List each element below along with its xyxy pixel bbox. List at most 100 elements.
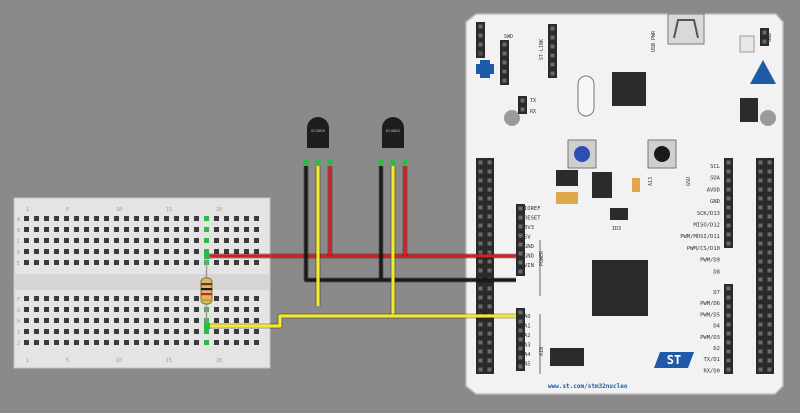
analog-header-pin[interactable] — [518, 319, 523, 324]
breadboard-hole[interactable] — [94, 249, 99, 254]
breadboard-hole[interactable] — [254, 318, 259, 323]
breadboard-hole[interactable] — [154, 216, 159, 221]
breadboard-hole[interactable] — [214, 307, 219, 312]
breadboard-hole[interactable] — [164, 340, 169, 345]
breadboard-hole[interactable] — [254, 216, 259, 221]
breadboard-hole[interactable] — [154, 249, 159, 254]
left-morpho-header-pin[interactable] — [487, 241, 492, 246]
breadboard-hole[interactable] — [114, 227, 119, 232]
breadboard-hole-active[interactable] — [204, 249, 209, 254]
wire-data-bus[interactable] — [208, 314, 516, 328]
right-morpho-header-pin[interactable] — [758, 349, 763, 354]
breadboard-hole[interactable] — [124, 260, 129, 265]
breadboard-hole[interactable] — [84, 216, 89, 221]
analog-header-pin[interactable] — [518, 355, 523, 360]
breadboard-hole[interactable] — [94, 307, 99, 312]
breadboard-hole[interactable] — [194, 329, 199, 334]
left-morpho-header-pin[interactable] — [478, 304, 483, 309]
user-button-cap[interactable] — [574, 146, 590, 162]
right-morpho-header-pin[interactable] — [758, 160, 763, 165]
breadboard-hole[interactable] — [24, 329, 29, 334]
breadboard-hole[interactable] — [144, 238, 149, 243]
left-morpho-header-pin[interactable] — [487, 232, 492, 237]
txrx-header-pin[interactable] — [520, 107, 525, 112]
power-header-pin[interactable] — [518, 215, 523, 220]
breadboard-hole[interactable] — [34, 216, 39, 221]
right-morpho-header-pin[interactable] — [758, 331, 763, 336]
digital-header-low-pin[interactable] — [726, 358, 731, 363]
breadboard-hole[interactable] — [254, 296, 259, 301]
right-morpho-header-pin[interactable] — [767, 205, 772, 210]
left-morpho-header-pin[interactable] — [487, 304, 492, 309]
breadboard-hole[interactable] — [64, 340, 69, 345]
left-morpho-header-pin[interactable] — [487, 286, 492, 291]
gnd-header-right-pin[interactable] — [762, 30, 767, 35]
breadboard-hole[interactable] — [24, 227, 29, 232]
breadboard-hole[interactable] — [174, 318, 179, 323]
left-morpho-header-pin[interactable] — [478, 340, 483, 345]
breadboard-hole[interactable] — [84, 340, 89, 345]
breadboard-hole[interactable] — [154, 296, 159, 301]
breadboard-hole[interactable] — [104, 296, 109, 301]
st-link-header-pin[interactable] — [550, 53, 555, 58]
breadboard-hole[interactable] — [134, 296, 139, 301]
breadboard-hole[interactable] — [134, 227, 139, 232]
breadboard-hole[interactable] — [214, 329, 219, 334]
analog-header-pin[interactable] — [518, 310, 523, 315]
left-morpho-header-pin[interactable] — [487, 331, 492, 336]
breadboard-hole[interactable] — [214, 260, 219, 265]
st-link-header-pin[interactable] — [550, 62, 555, 67]
breadboard-hole[interactable] — [54, 296, 59, 301]
breadboard-hole[interactable] — [244, 260, 249, 265]
breadboard-hole[interactable] — [104, 307, 109, 312]
breadboard-hole[interactable] — [44, 318, 49, 323]
breadboard-hole-active[interactable] — [204, 227, 209, 232]
breadboard-hole[interactable] — [104, 227, 109, 232]
left-morpho-header-pin[interactable] — [487, 367, 492, 372]
breadboard-hole[interactable] — [244, 216, 249, 221]
breadboard-hole[interactable] — [184, 318, 189, 323]
breadboard-hole[interactable] — [64, 238, 69, 243]
digital-header-high-pin[interactable] — [726, 205, 731, 210]
swd-header-pin[interactable] — [502, 51, 507, 56]
reset-button-cap[interactable] — [654, 146, 670, 162]
breadboard-hole[interactable] — [184, 329, 189, 334]
right-morpho-header-pin[interactable] — [767, 313, 772, 318]
temperature-sensor-1[interactable] — [307, 117, 329, 148]
breadboard-hole[interactable] — [154, 307, 159, 312]
breadboard-hole[interactable] — [164, 238, 169, 243]
breadboard-hole[interactable] — [144, 227, 149, 232]
breadboard-hole[interactable] — [54, 307, 59, 312]
breadboard-hole[interactable] — [154, 227, 159, 232]
right-morpho-header-pin[interactable] — [758, 322, 763, 327]
breadboard-hole[interactable] — [244, 227, 249, 232]
breadboard-hole[interactable] — [134, 260, 139, 265]
breadboard-hole[interactable] — [224, 216, 229, 221]
breadboard-hole[interactable] — [194, 249, 199, 254]
right-morpho-header-pin[interactable] — [758, 223, 763, 228]
right-morpho-header-pin[interactable] — [767, 241, 772, 246]
left-morpho-header-pin[interactable] — [478, 214, 483, 219]
breadboard-hole[interactable] — [184, 238, 189, 243]
breadboard-hole[interactable] — [114, 216, 119, 221]
breadboard-hole[interactable] — [134, 249, 139, 254]
swd-header-pin[interactable] — [502, 60, 507, 65]
breadboard-hole[interactable] — [134, 329, 139, 334]
analog-header-pin[interactable] — [518, 337, 523, 342]
breadboard-hole[interactable] — [184, 307, 189, 312]
digital-header-low-pin[interactable] — [726, 304, 731, 309]
right-morpho-header-pin[interactable] — [758, 313, 763, 318]
breadboard-hole[interactable] — [194, 216, 199, 221]
breadboard-hole[interactable] — [44, 249, 49, 254]
breadboard-hole[interactable] — [254, 238, 259, 243]
breadboard-hole[interactable] — [184, 260, 189, 265]
breadboard-hole[interactable] — [234, 340, 239, 345]
breadboard-hole[interactable] — [164, 329, 169, 334]
breadboard-hole-active[interactable] — [204, 340, 209, 345]
breadboard-hole[interactable] — [224, 318, 229, 323]
analog-header-pin[interactable] — [518, 364, 523, 369]
left-morpho-header-pin[interactable] — [478, 232, 483, 237]
digital-header-low-pin[interactable] — [726, 322, 731, 327]
breadboard-hole[interactable] — [254, 307, 259, 312]
left-morpho-header-pin[interactable] — [487, 250, 492, 255]
